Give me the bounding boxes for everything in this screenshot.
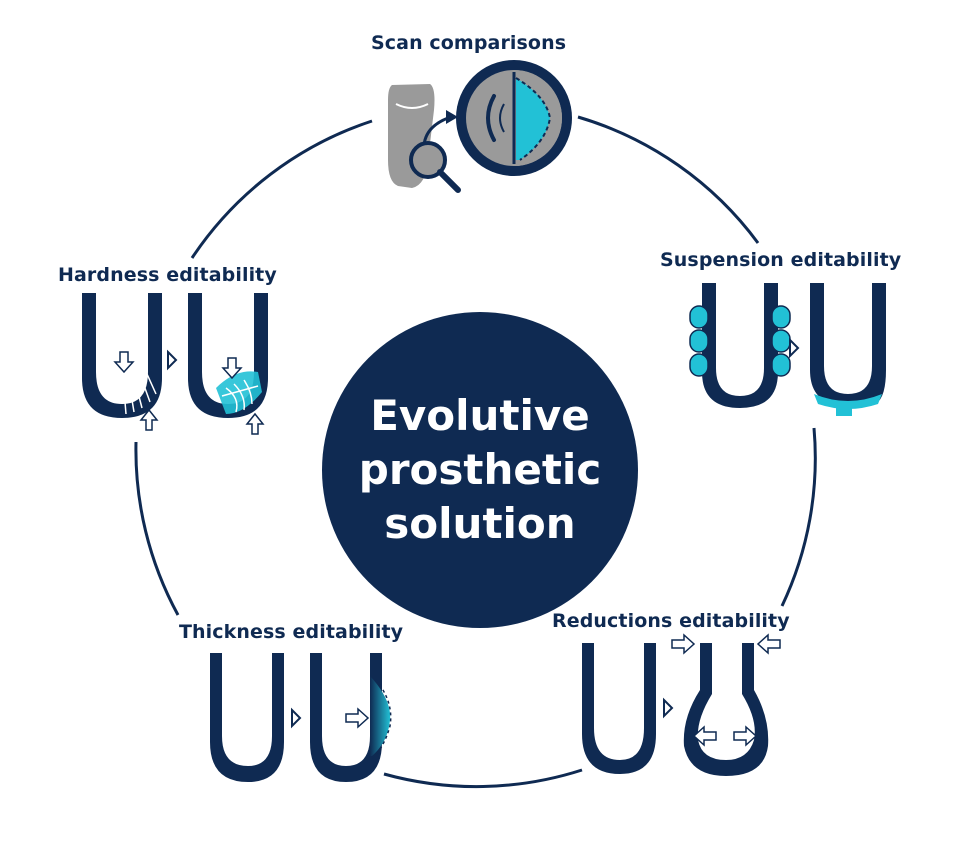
arc-scan-to-suspension: [577, 115, 760, 244]
label-thickness-editability: Thickness editability: [179, 621, 404, 643]
transition-arrow: [291, 707, 302, 729]
socket-with-pads: [702, 283, 778, 408]
arc-reductions-to-thickness: [383, 768, 583, 789]
center-title-line-2: prosthetic: [358, 445, 602, 494]
label-hardness-editability: Hardness editability: [58, 264, 277, 286]
socket-after: [310, 653, 382, 782]
socket-before: [210, 653, 284, 782]
suspension-illustration: [689, 283, 886, 416]
socket-before: [582, 643, 656, 774]
arc-thickness-to-hardness: [134, 441, 180, 616]
hardness-illustration: [82, 293, 268, 435]
zoom-circle: [456, 60, 572, 176]
label-reductions-editability: Reductions editability: [552, 610, 790, 632]
arc-suspension-to-reductions: [780, 427, 817, 607]
transition-arrow: [663, 697, 674, 719]
transition-arrow: [789, 337, 800, 359]
arc-scan-to-hardness: [190, 119, 373, 259]
socket-after: [188, 293, 268, 418]
scan-illustration: [388, 60, 572, 193]
magnifier-icon: [409, 141, 461, 193]
reductions-illustration: [582, 633, 781, 776]
socket-after: [683, 643, 769, 776]
socket-before: [82, 293, 162, 418]
socket-with-valve: [810, 283, 886, 406]
center-title: Evolutive prosthetic solution: [322, 312, 638, 628]
transition-arrow: [167, 349, 178, 371]
cycle-connector: [134, 115, 817, 789]
label-suspension-editability: Suspension editability: [660, 249, 902, 271]
center-title-line-3: solution: [384, 499, 576, 548]
thickness-illustration: [210, 653, 392, 782]
center-title-line-1: Evolutive: [370, 391, 590, 440]
label-scan-comparisons: Scan comparisons: [371, 32, 567, 54]
